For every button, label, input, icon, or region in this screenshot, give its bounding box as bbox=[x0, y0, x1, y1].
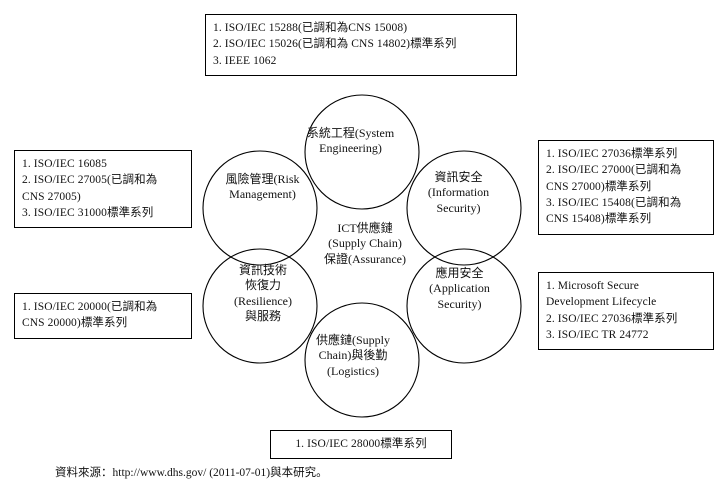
circle-label-supply-chain-logistics: 供應鏈(Supply Chain)與後勤 (Logistics) bbox=[278, 333, 428, 379]
label-line: Engineering) bbox=[319, 141, 382, 156]
note-line: CNS 20000)標準系列 bbox=[22, 317, 128, 330]
venn-circles-svg bbox=[202, 94, 522, 418]
circle-information-security bbox=[406, 150, 522, 266]
note-box-bottom-standards: 1. ISO/IEC 28000標準系列 bbox=[270, 430, 452, 460]
label-line: Chain)與後勤 bbox=[318, 348, 388, 363]
label-line: 供應鏈(Supply bbox=[315, 333, 390, 347]
label-line: (Resilience) bbox=[234, 293, 292, 308]
circle-label-system-engineering: 系統工程(System Engineering) bbox=[273, 126, 428, 157]
label-line: ICT供應鏈 bbox=[337, 221, 393, 235]
label-line: 風險管理(Risk bbox=[225, 172, 300, 186]
circle-label-it-resilience: 資訊技術 恢復力 (Resilience) 與服務 bbox=[188, 263, 338, 324]
circle-label-risk-management: 風險管理(Risk Management) bbox=[185, 172, 340, 203]
circle-application-security bbox=[406, 248, 522, 364]
note-line: 3. IEEE 1062 bbox=[213, 54, 277, 67]
note-line: 1. ISO/IEC 28000標準系列 bbox=[295, 438, 427, 450]
circle-label-application-security: 應用安全 (Application Security) bbox=[387, 266, 532, 312]
circle-it-resilience bbox=[202, 248, 318, 364]
circle-risk-management bbox=[202, 150, 318, 266]
circle-supply-chain bbox=[304, 302, 420, 418]
source-note: 資料來源：http://www.dhs.gov/ (2011-07-01)與本研… bbox=[55, 467, 328, 479]
label-line: Security) bbox=[436, 200, 481, 215]
note-line: 3. ISO/IEC 15408(已調和為 bbox=[546, 196, 682, 209]
note-line: Development Lifecycle bbox=[546, 296, 657, 309]
note-line: 2. ISO/IEC 27005(已調和為 bbox=[22, 174, 158, 187]
note-line: 1. ISO/IEC 15288(已調和為CNS 15008) bbox=[213, 22, 408, 34]
note-box-right-upper-standards: 1. ISO/IEC 27036標準系列 2. ISO/IEC 27000(已調… bbox=[538, 140, 714, 235]
circle-system-engineering bbox=[304, 94, 420, 210]
note-line: 1. ISO/IEC 27036標準系列 bbox=[546, 148, 678, 160]
note-line: 1. ISO/IEC 20000(已調和為 bbox=[22, 301, 158, 313]
label-line: 系統工程(System bbox=[306, 126, 395, 140]
note-line: 2. ISO/IEC 15026(已調和為 CNS 14802)標準系列 bbox=[213, 38, 457, 51]
label-line: 資訊安全 bbox=[434, 170, 483, 184]
note-line: 3. ISO/IEC 31000標準系列 bbox=[22, 206, 154, 219]
label-line: 與服務 bbox=[244, 309, 281, 324]
label-line: (Supply Chain) bbox=[328, 236, 402, 251]
note-line: 1. ISO/IEC 16085 bbox=[22, 158, 107, 170]
note-box-left-lower-standards: 1. ISO/IEC 20000(已調和為 CNS 20000)標準系列 bbox=[14, 293, 192, 339]
label-line: (Information bbox=[427, 185, 490, 200]
note-box-top-standards: 1. ISO/IEC 15288(已調和為CNS 15008) 2. ISO/I… bbox=[205, 14, 517, 76]
ict-supply-chain-assurance-venn: 系統工程(System Engineering) 風險管理(Risk Manag… bbox=[190, 88, 540, 428]
note-line: 3. ISO/IEC TR 24772 bbox=[546, 328, 649, 341]
label-line: 資訊技術 bbox=[238, 263, 287, 277]
venn-center-label: ICT供應鏈 (Supply Chain) 保證(Assurance) bbox=[290, 221, 440, 267]
note-box-left-upper-standards: 1. ISO/IEC 16085 2. ISO/IEC 27005(已調和為 C… bbox=[14, 150, 192, 229]
label-line: Security) bbox=[437, 296, 482, 311]
note-line: 1. Microsoft Secure bbox=[546, 280, 639, 292]
note-line: CNS 27000)標準系列 bbox=[546, 180, 652, 193]
label-line: Management) bbox=[229, 187, 296, 202]
note-box-right-lower-standards: 1. Microsoft Secure Development Lifecycl… bbox=[538, 272, 714, 351]
label-line: (Logistics) bbox=[327, 363, 379, 378]
label-line: 保證(Assurance) bbox=[324, 251, 406, 266]
circle-label-information-security: 資訊安全 (Information Security) bbox=[386, 170, 531, 216]
label-line: 恢復力 bbox=[244, 278, 281, 293]
label-line: (Application bbox=[429, 281, 490, 296]
label-line: 應用安全 bbox=[435, 266, 484, 280]
note-line: CNS 27005) bbox=[22, 190, 81, 203]
note-line: CNS 15408)標準系列 bbox=[546, 213, 652, 226]
note-line: 2. ISO/IEC 27000(已調和為 bbox=[546, 164, 682, 177]
note-line: 2. ISO/IEC 27036標準系列 bbox=[546, 312, 678, 325]
